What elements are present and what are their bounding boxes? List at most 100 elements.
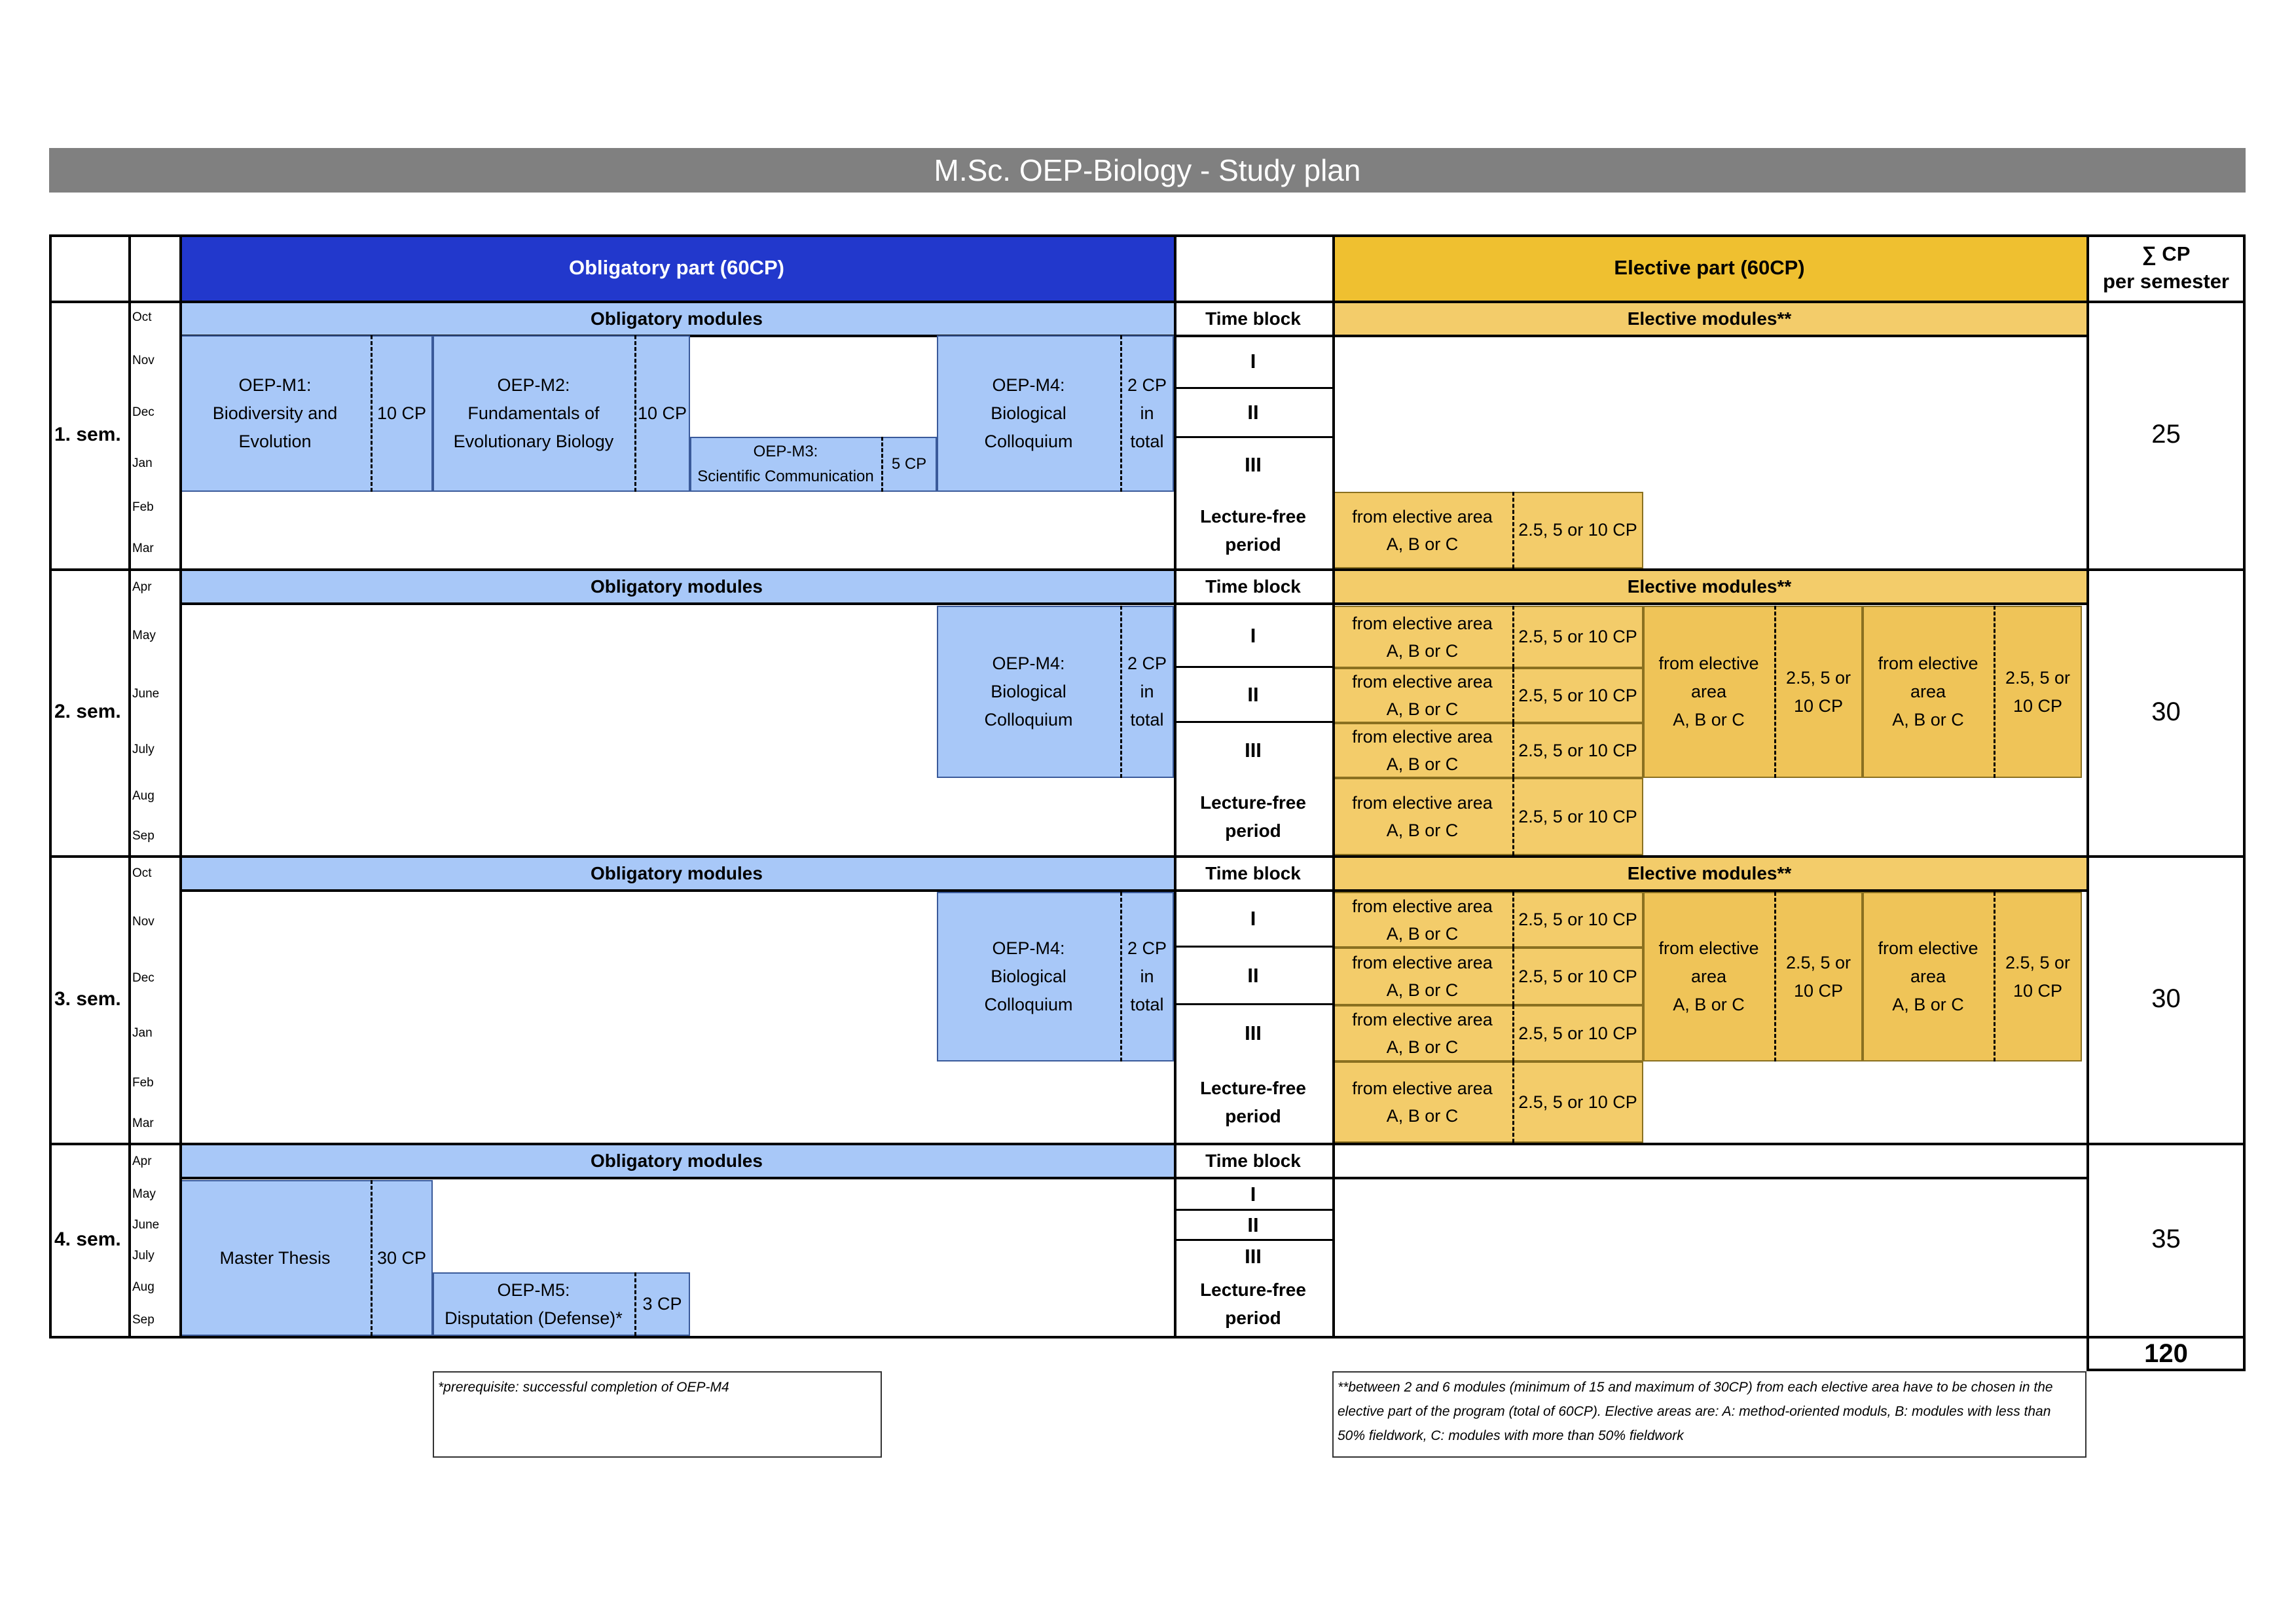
elective-modules-header: Elective modules**: [1332, 857, 2086, 891]
obligatory-modules-header: Obligatory modules: [179, 302, 1174, 336]
elective-cp-label: 2.5, 5 or 10 CP: [1785, 952, 1851, 1001]
month-label: Aug: [132, 1280, 155, 1294]
month-label: July: [132, 743, 155, 756]
elective-area-label: from elective area A, B or C: [1352, 613, 1493, 661]
dashed-divider: [1120, 892, 1122, 1061]
module-name: OEP-M4: Biological Colloquium: [984, 375, 1073, 451]
total-box: 120: [2086, 1336, 2246, 1371]
dashed-divider: [1512, 948, 1514, 1005]
time-block-3: III: [1245, 1244, 1262, 1268]
time-block-header: Time block: [1205, 863, 1301, 883]
elective-modules-header: Elective modules**: [1332, 302, 2086, 336]
semester-label: 2. sem.: [54, 701, 121, 722]
month-label: June: [132, 1218, 160, 1232]
month-label: Feb: [132, 500, 154, 514]
module-box: [937, 335, 1174, 492]
semester-divider: [49, 1143, 2246, 1145]
elective-cp-label: 2.5, 5 or 10 CP: [1518, 685, 1637, 705]
column-divider: [1174, 234, 1176, 1338]
module-box: [179, 1180, 433, 1336]
semester-label: 4. sem.: [54, 1228, 121, 1250]
module-name: OEP-M4: Biological Colloquium: [984, 938, 1073, 1014]
obligatory-modules-header: Obligatory modules: [179, 570, 1174, 604]
dashed-divider: [1512, 723, 1514, 778]
module-name: OEP-M3: Scientific Communication: [697, 443, 874, 485]
module-cp: 2 CP in total: [1127, 375, 1167, 451]
dashed-divider: [371, 335, 373, 492]
module-box: [690, 437, 937, 492]
month-label: Jan: [132, 1026, 153, 1040]
elective-area-label: from elective area A, B or C: [1658, 654, 1759, 729]
month-label: Sep: [132, 829, 155, 843]
elective-area-label: from elective area A, B or C: [1352, 727, 1493, 774]
module-name: OEP-M4: Biological Colloquium: [984, 654, 1073, 729]
elective-box: [1332, 1005, 1643, 1061]
dashed-divider: [1512, 892, 1514, 948]
elective-area-label: from elective area A, B or C: [1352, 1010, 1493, 1057]
elective-cp-label: 2.5, 5 or 10 CP: [2005, 952, 2071, 1001]
elective-box: [1332, 892, 1643, 948]
module-cp: 30 CP: [376, 1247, 427, 1268]
band-subheader-line: [179, 1177, 2086, 1179]
obligatory-modules-header: Obligatory modules: [179, 1144, 1174, 1178]
module-box: [937, 892, 1174, 1061]
dashed-divider: [1512, 492, 1514, 568]
month-label: Nov: [132, 915, 155, 929]
lecture-free-label: Lecture-free period: [1200, 792, 1306, 841]
dashed-divider: [1120, 606, 1122, 778]
lecture-free-label: Lecture-free period: [1200, 506, 1306, 555]
month-label: Mar: [132, 1116, 154, 1130]
elective-box: [1332, 948, 1643, 1005]
dashed-divider: [371, 1180, 373, 1336]
month-label: Oct: [132, 866, 152, 880]
semester-divider: [49, 568, 2246, 571]
elective-box: [1863, 606, 2082, 778]
elective-note: **between 2 and 6 modules (minimum of 15…: [1332, 1371, 2086, 1458]
elective-box: [1332, 668, 1643, 723]
dashed-divider: [1512, 1005, 1514, 1061]
module-name: Master Thesis: [219, 1247, 331, 1268]
month-label: Dec: [132, 971, 155, 985]
outer-frame: [49, 234, 2246, 1338]
elective-area-label: from elective area A, B or C: [1352, 896, 1493, 944]
elective-cp-label: 2.5, 5 or 10 CP: [1518, 1023, 1637, 1043]
prerequisite-note: *prerequisite: successful completion of …: [433, 1371, 882, 1458]
month-label: May: [132, 629, 156, 642]
dashed-divider: [881, 437, 883, 492]
dashed-divider: [634, 1272, 636, 1336]
elective-box: [1332, 778, 1643, 855]
module-name: OEP-M2: Fundamentals of Evolutionary Bio…: [453, 375, 614, 451]
dashed-divider: [1774, 606, 1776, 778]
time-block-3: III: [1245, 1022, 1262, 1044]
elective-part-header: Elective part (60CP): [1332, 234, 2086, 301]
module-name: OEP-M1: Biodiversity and Evolution: [212, 375, 338, 451]
time-block-1: I: [1174, 606, 1332, 668]
elective-box: [1863, 892, 2082, 1061]
module-cp: 2 CP in total: [1127, 938, 1167, 1014]
elective-cp-label: 2.5, 5 or 10 CP: [1518, 627, 1637, 646]
dashed-divider: [634, 335, 636, 492]
lecture-free-label: Lecture-free period: [1200, 1280, 1306, 1328]
elective-box: [1643, 606, 1863, 778]
obligatory-part-header: Obligatory part (60CP): [179, 234, 1174, 301]
sum-cp-header: ∑ CP per semester: [2102, 242, 2229, 293]
module-cp: 10 CP: [376, 403, 427, 423]
month-label: July: [132, 1249, 155, 1263]
elective-cp-label: 2.5, 5 or 10 CP: [2005, 667, 2071, 716]
time-block-3: III: [1245, 453, 1262, 476]
dashed-divider: [1512, 606, 1514, 668]
semester-divider: [49, 855, 2246, 858]
column-divider: [179, 234, 182, 1338]
dashed-divider: [1994, 606, 1995, 778]
month-label: Sep: [132, 1313, 155, 1327]
elective-cp-label: 2.5, 5 or 10 CP: [1518, 966, 1637, 986]
semester-label: 1. sem.: [54, 423, 121, 445]
month-label: Dec: [132, 405, 155, 419]
page-title: M.Sc. OEP-Biology - Study plan: [49, 148, 2246, 193]
month-label: Apr: [132, 580, 152, 594]
time-block-2: II: [1174, 948, 1332, 1005]
elective-box: [1332, 1061, 1643, 1143]
lecture-free-label: Lecture-free period: [1200, 1078, 1306, 1126]
column-divider: [1332, 234, 1335, 1338]
elective-cp-label: 2.5, 5 or 10 CP: [1518, 910, 1637, 929]
